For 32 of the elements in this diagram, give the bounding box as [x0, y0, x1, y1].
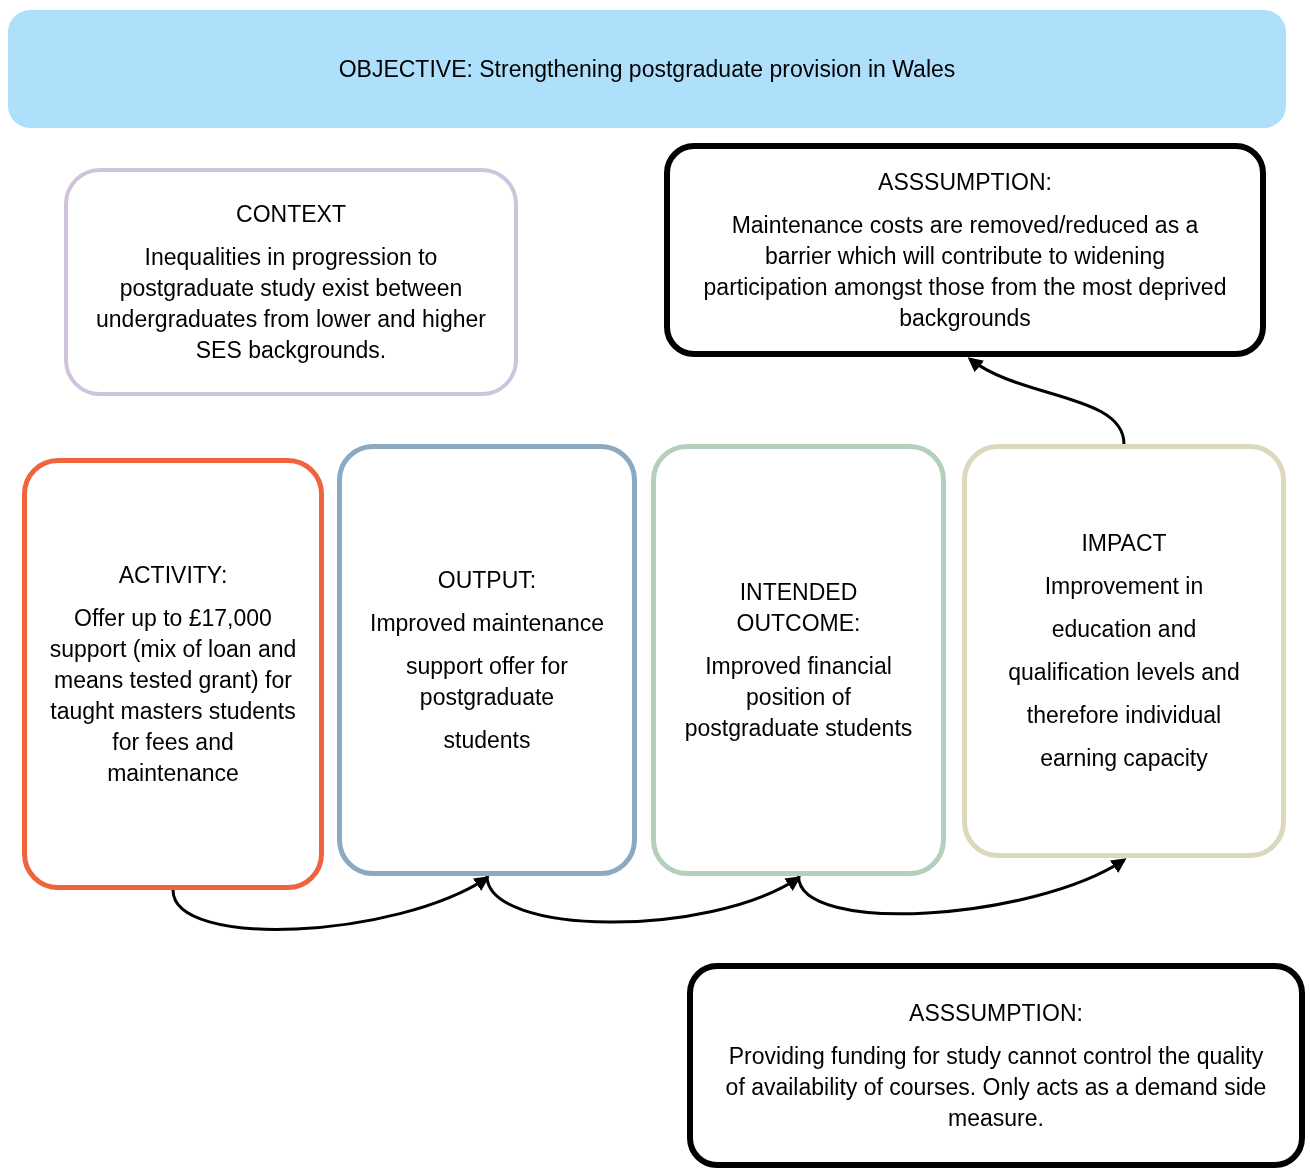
box-heading: CONTEXT — [236, 199, 346, 229]
box-text: students — [443, 725, 531, 755]
output-box — [337, 444, 637, 876]
box-text: earning capacity — [1040, 744, 1208, 773]
curved-arrow — [967, 357, 1126, 445]
box-heading: OUTPUT: — [437, 565, 537, 595]
box-heading: INTENDED OUTCOME: — [735, 577, 862, 638]
assumption-box — [664, 143, 1266, 357]
box-heading: IMPACT — [1081, 529, 1167, 558]
objective-banner — [8, 10, 1286, 128]
box-text: Maintenance costs are removed/reduced as a barrier which will contribute to widening participation amongst those from the most deprived backgrounds — [702, 210, 1228, 333]
box-text: education and — [1051, 615, 1197, 644]
box-text: Improved maintenance — [370, 608, 604, 638]
box-heading: OBJECTIVE: Strengthening postgraduate provision in Wales — [338, 54, 956, 84]
assumption-box — [687, 963, 1305, 1168]
curved-arrow — [797, 858, 1127, 916]
outcome-box — [651, 444, 946, 876]
box-heading: ACTIVITY: — [118, 560, 228, 590]
box-text: therefore individual — [1026, 701, 1222, 730]
box-text: Inequalities in progression to postgraduate study exist between undergraduates from lower and higher SES backgrounds. — [95, 242, 487, 365]
box-text: support offer for postgraduate — [405, 651, 569, 712]
box-text: Improved financial position of postgraduate students — [683, 651, 914, 743]
box-text: Providing funding for study cannot control the quality of availability of courses. Only acts as a demand side measure. — [725, 1041, 1267, 1133]
box-heading: ASSSUMPTION: — [878, 167, 1052, 197]
box-text: Offer up to £17,000 support (mix of loan and means tested grant) for taught masters students for fees and maintenance — [48, 603, 298, 788]
context-box — [64, 168, 518, 396]
box-text: qualification levels and — [1008, 658, 1240, 687]
activity-box — [22, 458, 324, 890]
box-heading: ASSSUMPTION: — [909, 998, 1083, 1028]
box-text: Improvement in — [1044, 572, 1204, 601]
impact-box — [962, 444, 1286, 858]
curved-arrow — [485, 875, 802, 924]
